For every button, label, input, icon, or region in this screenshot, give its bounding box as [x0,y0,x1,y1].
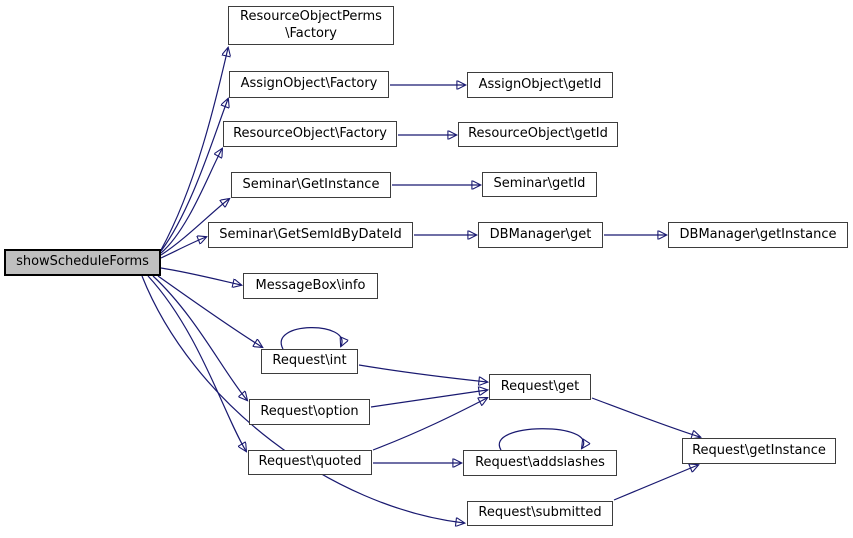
edge-request-submitted-to-request-getinstance [613,465,698,501]
node-request-option-label: Request\option [260,403,359,419]
node-resourceobject-getid[interactable]: ResourceObject\getId [458,122,618,147]
node-request-addslashes[interactable]: Request\addslashes [463,450,617,476]
node-showscheduleforms: showScheduleForms [4,249,161,276]
node-seminar-getinstance-label: Seminar\GetInstance [242,176,380,192]
node-seminar-getsemidbydateid[interactable]: Seminar\GetSemIdByDateId [208,222,413,248]
edge-request-get-to-request-getinstance [591,397,700,437]
node-dbmanager-getinstance-label: DBManager\getInstance [679,226,837,242]
node-request-submitted[interactable]: Request\submitted [467,501,613,526]
node-seminar-getinstance[interactable]: Seminar\GetInstance [231,172,391,198]
node-assignobject-factory[interactable]: AssignObject\Factory [229,71,389,98]
node-seminar-getid[interactable]: Seminar\getId [482,172,597,197]
node-seminar-getid-label: Seminar\getId [493,176,586,192]
edge-request-int-self-loop [280,327,342,350]
edge-showscheduleforms-to-seminar-getsemidbydateid [160,237,206,259]
edge-showscheduleforms-to-request-option [152,275,247,400]
edge-request-option-to-request-get [370,390,487,408]
node-request-int[interactable]: Request\int [261,349,358,374]
edge-request-int-to-request-get [358,364,487,382]
edge-showscheduleforms-to-messagebox-info [160,267,241,285]
node-request-getinstance-label: Request\getInstance [692,442,826,458]
node-assignobject-factory-label: AssignObject\Factory [240,76,378,92]
node-request-int-label: Request\int [272,353,347,369]
node-seminar-getsemidbydateid-label: Seminar\GetSemIdByDateId [219,226,402,242]
node-request-get[interactable]: Request\get [489,374,591,400]
node-resourceobjectperms-factory-label-line1: ResourceObjectPerms [240,9,382,25]
node-request-submitted-label: Request\submitted [478,505,602,521]
node-messagebox-info-label: MessageBox\info [255,277,366,293]
node-messagebox-info[interactable]: MessageBox\info [243,273,378,299]
node-request-quoted-label: Request\quoted [258,454,362,470]
node-request-getinstance[interactable]: Request\getInstance [682,438,836,464]
edge-showscheduleforms-to-seminar-getinstance [160,199,229,256]
node-dbmanager-get[interactable]: DBManager\get [478,222,603,248]
node-request-option[interactable]: Request\option [249,399,370,425]
node-request-addslashes-label: Request\addslashes [475,454,605,470]
node-resourceobject-factory-label: ResourceObject\Factory [233,125,387,141]
edge-request-quoted-to-request-get [372,398,487,451]
node-assignobject-getid[interactable]: AssignObject\getId [467,72,613,98]
edge-showscheduleforms-to-request-int [157,275,262,347]
node-request-quoted[interactable]: Request\quoted [248,450,372,475]
node-resourceobject-factory[interactable]: ResourceObject\Factory [223,121,397,147]
node-resourceobjectperms-factory-label-line2: \Factory [285,25,337,41]
node-showscheduleforms-label: showScheduleForms [16,254,149,270]
node-dbmanager-getinstance[interactable]: DBManager\getInstance [668,222,848,248]
node-dbmanager-get-label: DBManager\get [489,226,592,242]
edge-showscheduleforms-to-resourceobjectperms-factory [160,48,228,251]
edge-request-addslashes-self-loop [498,428,583,451]
node-assignobject-getid-label: AssignObject\getId [478,76,602,92]
edge-showscheduleforms-to-request-submitted [141,275,464,523]
node-resourceobjectperms-factory[interactable]: ResourceObjectPerms \Factory [228,6,394,45]
node-request-get-label: Request\get [500,378,580,394]
edge-showscheduleforms-to-assignobject-factory [160,99,228,252]
node-resourceobject-getid-label: ResourceObject\getId [468,126,608,142]
edge-showscheduleforms-to-resourceobject-factory [160,149,222,254]
edge-showscheduleforms-to-request-quoted [147,275,246,451]
